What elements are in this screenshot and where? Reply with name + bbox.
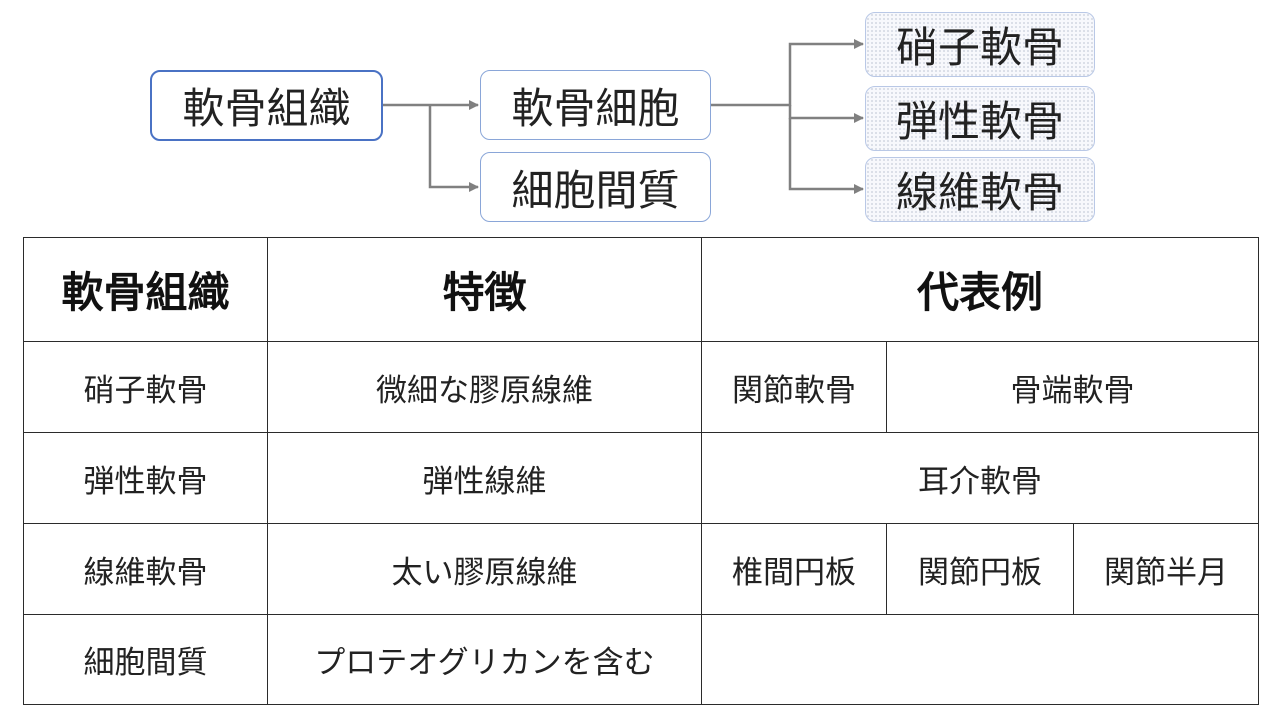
cell-type: 硝子軟骨 — [23, 341, 268, 433]
cell-example: 耳介軟骨 — [700, 432, 1260, 524]
table-header-feature: 特徴 — [267, 237, 702, 342]
cell-example: 椎間円板 — [701, 523, 887, 615]
diagram-hyaline-label: 硝子軟骨 — [895, 23, 1064, 72]
diagram-elastic-label: 弾性軟骨 — [895, 97, 1064, 146]
diagram-cells-box: 軟骨細胞 — [480, 70, 711, 140]
table-header-tissue: 軟骨組織 — [23, 237, 268, 342]
cell-example: 骨端軟骨 — [885, 341, 1260, 433]
diagram-cells-label: 軟骨細胞 — [511, 83, 680, 133]
cell-type: 弾性軟骨 — [23, 432, 268, 524]
cell-example: 関節円板 — [886, 523, 1074, 615]
diagram-matrix-box: 細胞間質 — [480, 152, 711, 222]
cell-feature: プロテオグリカンを含む — [267, 614, 702, 705]
table-row: 線維軟骨 太い膠原線維 椎間円板 関節円板 関節半月 — [23, 523, 1260, 615]
connector-cells-to-fibro — [788, 118, 864, 194]
cartilage-table: 軟骨組織 特徴 代表例 硝子軟骨 微細な膠原線維 関節軟骨 骨端軟骨 弾性軟骨 … — [23, 237, 1260, 705]
diagram-fibro-label: 線維軟骨 — [895, 168, 1064, 217]
table-row: 細胞間質 プロテオグリカンを含む — [23, 614, 1260, 705]
connector-cells-to-elastic — [788, 105, 864, 123]
cell-type: 線維軟骨 — [23, 523, 268, 615]
cell-feature: 弾性線維 — [267, 432, 702, 524]
table-header-examples: 代表例 — [700, 237, 1260, 342]
cell-feature: 太い膠原線維 — [267, 523, 702, 615]
connector-root-to-matrix — [428, 105, 479, 192]
cell-type: 細胞間質 — [23, 614, 268, 705]
cell-example: 関節軟骨 — [701, 341, 887, 433]
cell-feature: 微細な膠原線維 — [267, 341, 702, 433]
diagram-root-label: 軟骨組織 — [182, 84, 351, 133]
connector-cells-to-hyaline — [711, 39, 864, 107]
cell-example-empty — [700, 614, 1260, 705]
diagram-matrix-label: 細胞間質 — [511, 165, 680, 215]
diagram-connectors — [383, 39, 864, 194]
table-header-row: 軟骨組織 特徴 代表例 — [23, 237, 1260, 342]
table-row: 弾性軟骨 弾性線維 耳介軟骨 — [23, 432, 1260, 524]
diagram-root-box: 軟骨組織 — [150, 70, 383, 141]
table-row: 硝子軟骨 微細な膠原線維 関節軟骨 骨端軟骨 — [23, 341, 1260, 433]
diagram-hyaline-box: 硝子軟骨 — [865, 12, 1095, 77]
diagram-fibro-box: 線維軟骨 — [865, 157, 1095, 222]
diagram-elastic-box: 弾性軟骨 — [865, 86, 1095, 151]
cell-example: 関節半月 — [1072, 523, 1260, 615]
